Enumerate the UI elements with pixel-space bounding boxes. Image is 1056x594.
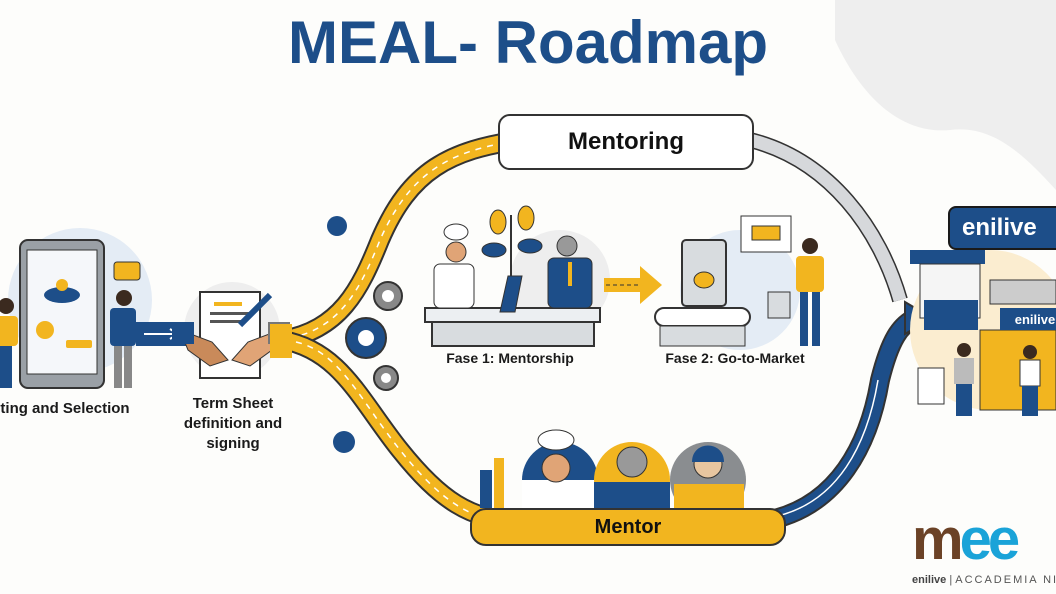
mentor-label: Mentor: [470, 508, 786, 546]
step-scouting-label: ting and Selection: [0, 400, 130, 417]
step-phase1-label: Fase 1: Mentorship: [446, 350, 574, 366]
mentor-portraits: [480, 429, 746, 518]
enilive-speech-bubble: enilive: [948, 206, 1056, 250]
mentorship-illustration: [424, 205, 610, 347]
logo-mark-right: ee: [959, 507, 1020, 572]
arrow-to-go-to-market: [604, 266, 662, 304]
term-sheet-illustration: [172, 282, 290, 379]
page-title: MEAL- Roadmap: [288, 9, 768, 76]
lightbulb-icon-lower: [333, 431, 355, 453]
mentoring-label: Mentoring: [498, 114, 754, 170]
logo-academy: ACCADEMIA NIKO: [955, 574, 1056, 586]
go-to-market-illustration: [654, 215, 824, 350]
background-blob: [835, 0, 1056, 190]
logo-mark-left: m: [912, 507, 964, 572]
step-phase2-label: Fase 2: Go-to-Market: [665, 350, 805, 366]
retail-illustration: [910, 250, 1056, 416]
scouting-illustration: [0, 228, 152, 389]
lightbulb-icon: [327, 216, 347, 236]
gears-icon: [345, 281, 403, 391]
logo-subtitle: enilive | ACCADEMIA NIKO: [912, 574, 1056, 586]
logo-separator: |: [949, 574, 953, 586]
meal-logo: mee: [912, 506, 1020, 573]
step-term-sheet-label: Term Sheet definition and signing: [183, 395, 283, 452]
enilive-shop-sign: enilive: [1000, 308, 1056, 330]
logo-brand: enilive: [912, 574, 947, 586]
